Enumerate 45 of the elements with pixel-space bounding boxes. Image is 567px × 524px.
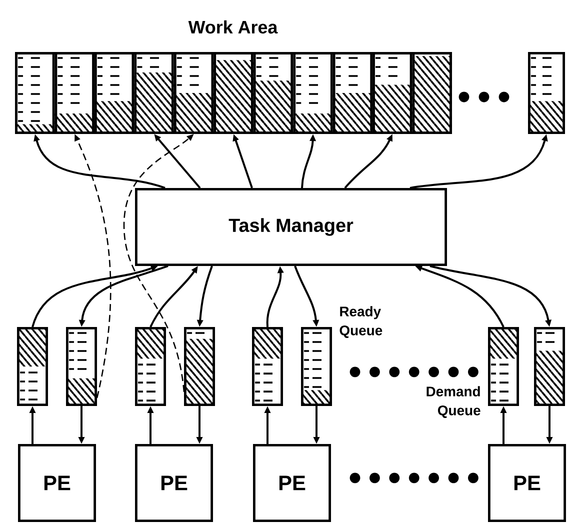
queue-box	[17, 326, 48, 406]
work-cell	[176, 57, 200, 86]
queue-box	[254, 364, 274, 402]
queue-label: Ready Queue	[340, 306, 382, 338]
work-cell	[412, 52, 452, 134]
pe-box: PE	[18, 444, 96, 522]
work-cell	[17, 57, 41, 122]
work-cell	[253, 52, 294, 134]
queue-box	[252, 326, 283, 406]
work-cell	[214, 52, 254, 134]
pe-box: PE	[488, 444, 566, 522]
pe-box: PE	[135, 444, 213, 522]
work-cell	[136, 57, 160, 68]
work-cell	[56, 57, 80, 104]
queue-box	[137, 364, 156, 402]
work-cell	[54, 52, 94, 134]
work-cell	[256, 57, 280, 77]
queue-box	[303, 332, 322, 388]
work-cell	[530, 57, 552, 95]
work-cell	[94, 52, 134, 134]
work-cell	[134, 52, 174, 134]
pe-box: PE	[253, 444, 331, 522]
work-cell	[15, 52, 55, 134]
work-cell	[295, 57, 319, 104]
work-cell	[332, 52, 373, 134]
queue-box	[490, 364, 510, 402]
work-cell	[528, 52, 565, 134]
work-cell	[96, 57, 120, 95]
queue-box	[536, 332, 556, 343]
queue-box	[184, 326, 215, 406]
task-manager-box: Task Manager	[135, 188, 447, 266]
work-cell	[334, 57, 359, 86]
work-cell	[293, 52, 333, 134]
work-cell	[374, 57, 398, 77]
queue-box	[488, 326, 519, 406]
work-cell	[174, 52, 214, 134]
queue-box	[68, 332, 88, 370]
queue-box	[135, 326, 166, 406]
queue-box	[66, 326, 97, 406]
queue-box	[19, 372, 38, 400]
queue-box	[534, 326, 565, 406]
work-cell	[372, 52, 412, 134]
queue-label: Demand Queue	[426, 386, 480, 418]
queue-box	[301, 326, 332, 406]
area-title: Work Area	[188, 20, 278, 34]
